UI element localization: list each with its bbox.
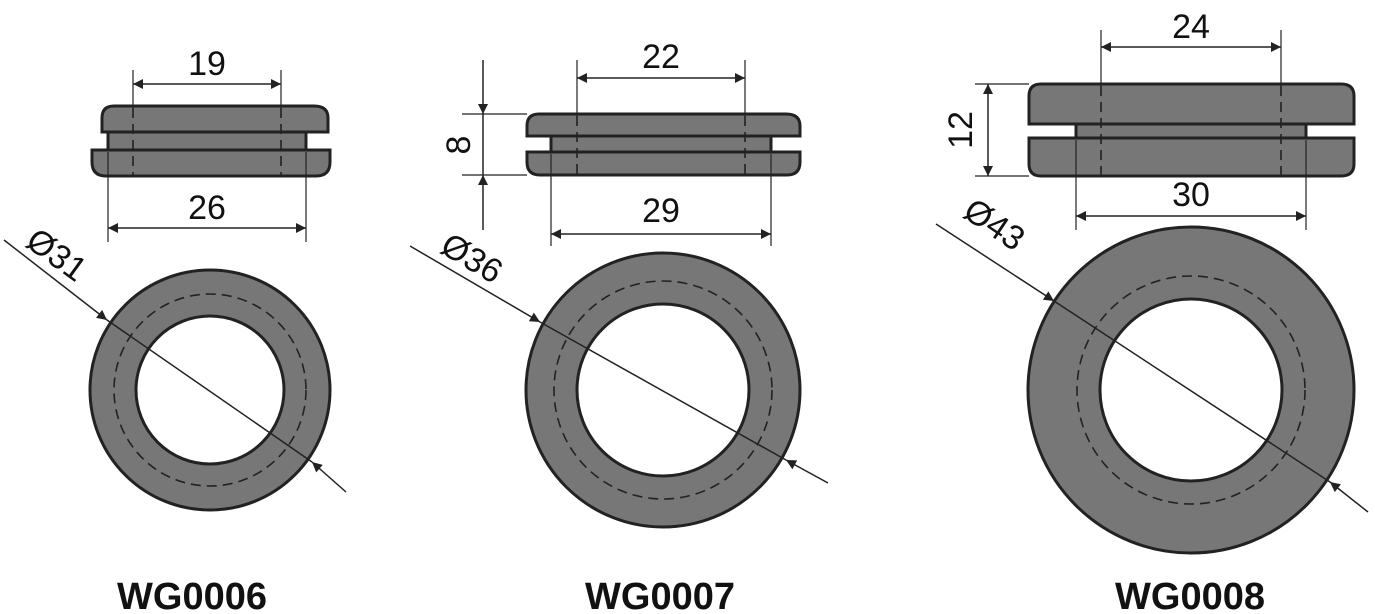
dimension-text: 22 (642, 38, 680, 76)
dimension-outer-width-wg0006: 26 (107, 152, 307, 242)
grommet-wg0008: 24 30 12 Ø43 WG0008 (935, 8, 1369, 614)
part-number-wg0007: WG0007 (585, 576, 735, 614)
side-view-wg0008 (1027, 82, 1356, 178)
dimension-inner-width-wg0006: 19 (132, 45, 282, 108)
dimension-text: 24 (1172, 8, 1210, 46)
dimension-inner-width-wg0007: 22 (576, 38, 746, 116)
dimension-text: 19 (188, 45, 226, 83)
dimension-height-wg0007: 8 (440, 60, 527, 230)
dimension-text: Ø31 (19, 221, 93, 290)
grommet-wg0006: 19 26 Ø31 WG0006 (3, 45, 347, 614)
part-number-wg0008: WG0008 (1115, 576, 1265, 614)
front-view-wg0006 (88, 268, 332, 512)
dimension-text: 26 (188, 189, 226, 227)
grommet-wg0007: 22 29 8 Ø36 WG0 (409, 38, 829, 614)
side-view-wg0007 (525, 112, 802, 177)
dimension-outer-width-wg0007: 29 (550, 154, 772, 246)
dimension-text: Ø43 (957, 191, 1032, 258)
dimension-inner-width-wg0008: 24 (1100, 8, 1282, 86)
front-view-wg0007 (524, 251, 802, 529)
dimension-text: 8 (440, 136, 478, 155)
part-number-wg0006: WG0006 (117, 576, 267, 614)
dimension-text: 29 (642, 192, 680, 230)
dimension-outer-width-wg0008: 30 (1075, 140, 1307, 230)
dimension-text: 12 (942, 111, 980, 149)
dimension-text: 30 (1172, 176, 1210, 214)
side-view-wg0006 (90, 104, 332, 178)
dimension-height-wg0008: 12 (942, 83, 1029, 177)
